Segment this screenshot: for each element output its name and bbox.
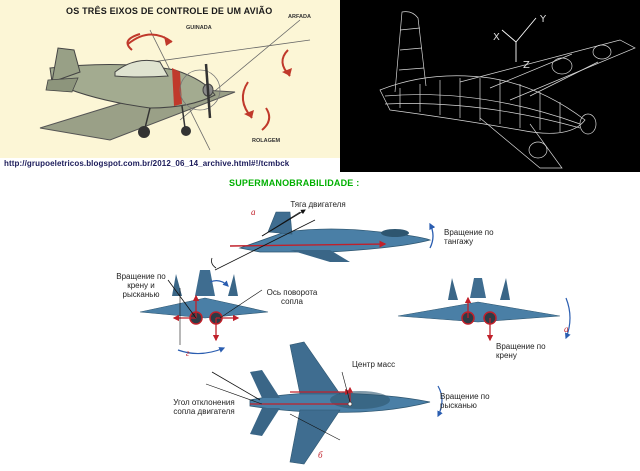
- airplane-stabilizer: [45, 77, 79, 93]
- nozzle-axis-label: Ось поворота сопла: [266, 288, 318, 306]
- airplane-axes-drawing: [39, 19, 311, 151]
- roll-yaw-rotation-label: Вращение по крену и рысканью: [116, 272, 166, 299]
- axes-title: OS TRÊS EIXOS DE CONTROLE DE UM AVIÃO: [66, 6, 273, 16]
- three-axes-illustration: [0, 0, 340, 170]
- roll-rotation-label: Вращение по крену: [496, 342, 546, 360]
- main-wheel: [138, 126, 150, 138]
- su27-diagram: [139, 209, 571, 465]
- propeller-disc: [179, 69, 221, 111]
- y-axis-label: Y: [540, 14, 547, 25]
- top-view-jet: [205, 341, 443, 465]
- wireframe-panel: [340, 0, 640, 172]
- yaw-label: GUINADA: [186, 25, 212, 31]
- x-axis-label: X: [493, 32, 500, 43]
- panel-letter-a-right: а: [564, 324, 569, 334]
- airplane-tail: [51, 47, 81, 83]
- wireframe-bomber: [379, 11, 636, 169]
- supermaneuverability-title: SUPERMANOBRABILIDADE :: [229, 178, 360, 188]
- yaw-rotation-label: Вращение по рысканью: [440, 392, 490, 410]
- thrust-label: Тяга двигателя: [290, 200, 346, 209]
- airplane-canopy: [114, 59, 169, 78]
- front-view-jet-left: [139, 270, 269, 355]
- pitch-rotation-label: Вращение по тангажу: [444, 228, 494, 246]
- panel-letter-b: б: [318, 450, 323, 460]
- panel-letter-a-top: а: [251, 207, 256, 217]
- center-of-mass-label: Центр масс: [352, 360, 396, 369]
- nozzle-angle-label: Угол отклонения сопла двигателя: [173, 398, 235, 416]
- side-view-jet: [211, 209, 436, 271]
- source-url[interactable]: http://grupoeletricos.blogspot.com.br/20…: [4, 159, 290, 168]
- z-axis-label: Z: [523, 60, 530, 71]
- roll-label: ROLAGEM: [252, 138, 281, 144]
- front-view-jet-right: [397, 278, 571, 342]
- panel-letter-g: г: [186, 348, 190, 358]
- source-url-bar: [0, 158, 340, 172]
- red-cowl-band: [172, 68, 182, 106]
- propeller-blade: [204, 63, 212, 119]
- nose-wheel: [181, 126, 191, 136]
- pitch-label: ARFADA: [288, 14, 311, 20]
